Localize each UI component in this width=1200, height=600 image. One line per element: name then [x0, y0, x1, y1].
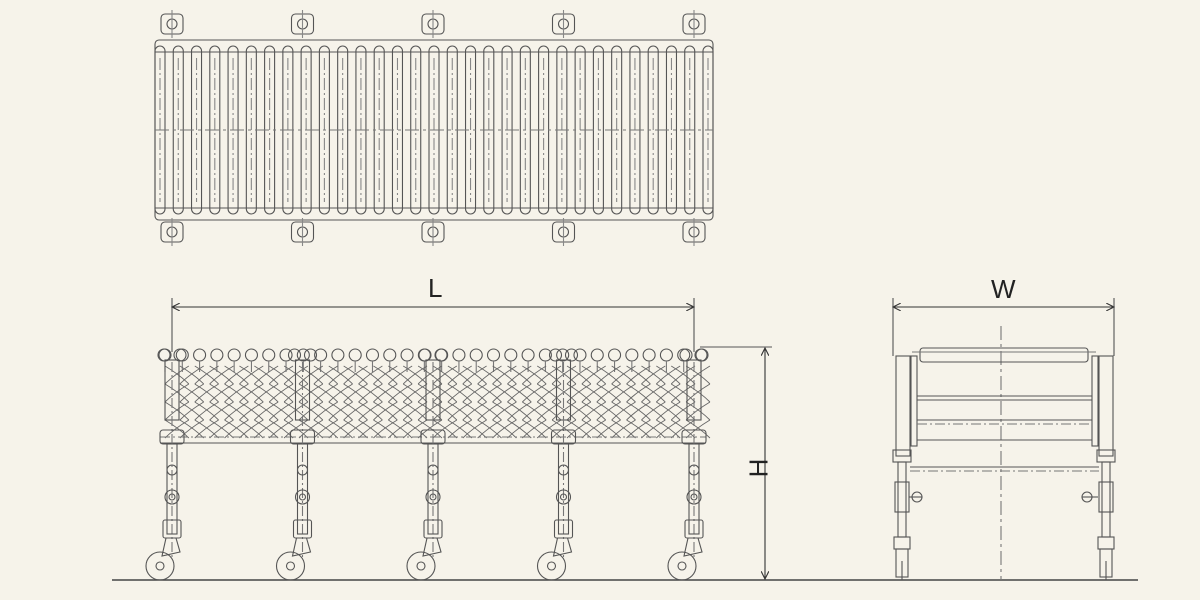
side-roller	[469, 348, 483, 362]
side-view-legs	[145, 348, 709, 581]
side-roller	[590, 348, 604, 362]
end-view	[893, 298, 1116, 580]
side-roller	[383, 348, 397, 362]
side-roller	[642, 348, 656, 362]
side-roller	[504, 348, 518, 362]
side-roller	[193, 348, 207, 362]
top-view-rollers	[154, 45, 714, 215]
scissor-lattice	[164, 365, 711, 439]
side-roller	[452, 348, 466, 362]
top-roller	[318, 45, 330, 215]
top-view-mounts	[160, 10, 706, 246]
side-roller	[210, 348, 224, 362]
side-roller	[331, 348, 345, 362]
side-view	[145, 298, 772, 581]
side-roller	[365, 348, 380, 362]
side-view-rollers	[158, 348, 708, 372]
side-roller	[262, 348, 276, 362]
support-leg	[275, 348, 318, 581]
dimension-label-length: L	[428, 273, 443, 303]
side-roller	[158, 348, 172, 362]
support-leg	[667, 348, 709, 581]
support-leg	[145, 348, 187, 581]
side-roller	[521, 348, 535, 362]
side-roller	[400, 348, 414, 362]
dimension-label-width: W	[991, 274, 1016, 304]
side-roller	[607, 348, 622, 362]
side-roller	[227, 348, 241, 362]
top-view	[154, 10, 714, 246]
support-leg	[536, 348, 579, 581]
support-leg	[406, 348, 448, 581]
side-roller	[244, 348, 259, 362]
side-roller	[659, 348, 673, 362]
side-roller	[694, 348, 708, 362]
side-roller	[486, 348, 501, 362]
side-roller	[348, 348, 362, 362]
side-roller	[625, 348, 639, 362]
dimension-label-height: H	[743, 458, 774, 478]
